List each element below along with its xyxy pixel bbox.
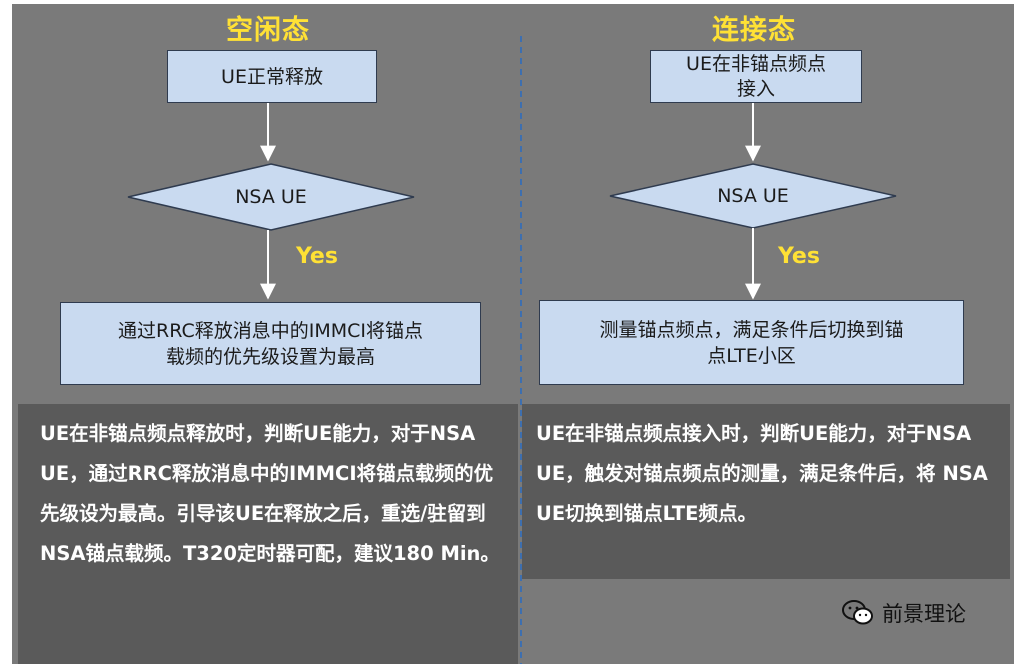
left-yes-label: Yes xyxy=(296,244,338,269)
right-action-box: 测量锚点频点，满足条件后切换到锚 点LTE小区 xyxy=(539,300,964,385)
left-heading: 空闲态 xyxy=(226,15,310,46)
left-action-box: 通过RRC释放消息中的IMMCI将锚点 载频的优先级设置为最高 xyxy=(60,302,481,385)
left-start-box: UE正常释放 xyxy=(167,50,377,103)
right-action-line1: 测量锚点频点，满足条件后切换到锚 xyxy=(599,318,904,341)
watermark: 前景理论 xyxy=(842,598,966,628)
right-action-line2: 点LTE小区 xyxy=(707,344,796,367)
right-start-line2: 接入 xyxy=(736,77,775,100)
right-note: UE在非锚点频点接入时，判断UE能力，对于NSA UE，触发对锚点频点的测量，满… xyxy=(522,404,1010,579)
right-heading: 连接态 xyxy=(712,15,796,46)
left-action-line1: 通过RRC释放消息中的IMMCI将锚点 xyxy=(118,319,423,342)
left-start-label: UE正常释放 xyxy=(221,65,323,88)
right-decision-label: NSA UE xyxy=(717,185,789,207)
left-note: UE在非锚点频点释放时，判断UE能力，对于NSA UE，通过RRC释放消息中的I… xyxy=(18,404,518,664)
wechat-icon xyxy=(842,600,873,625)
watermark-text: 前景理论 xyxy=(882,602,966,626)
left-action-line2: 载频的优先级设置为最高 xyxy=(165,345,375,368)
right-yes-label: Yes xyxy=(778,244,820,269)
right-start-line1: UE在非锚点频点 xyxy=(686,52,826,75)
right-start-box: UE在非锚点频点 接入 xyxy=(650,50,862,103)
left-decision-label: NSA UE xyxy=(235,186,307,208)
left-decision-diamond xyxy=(127,163,415,231)
